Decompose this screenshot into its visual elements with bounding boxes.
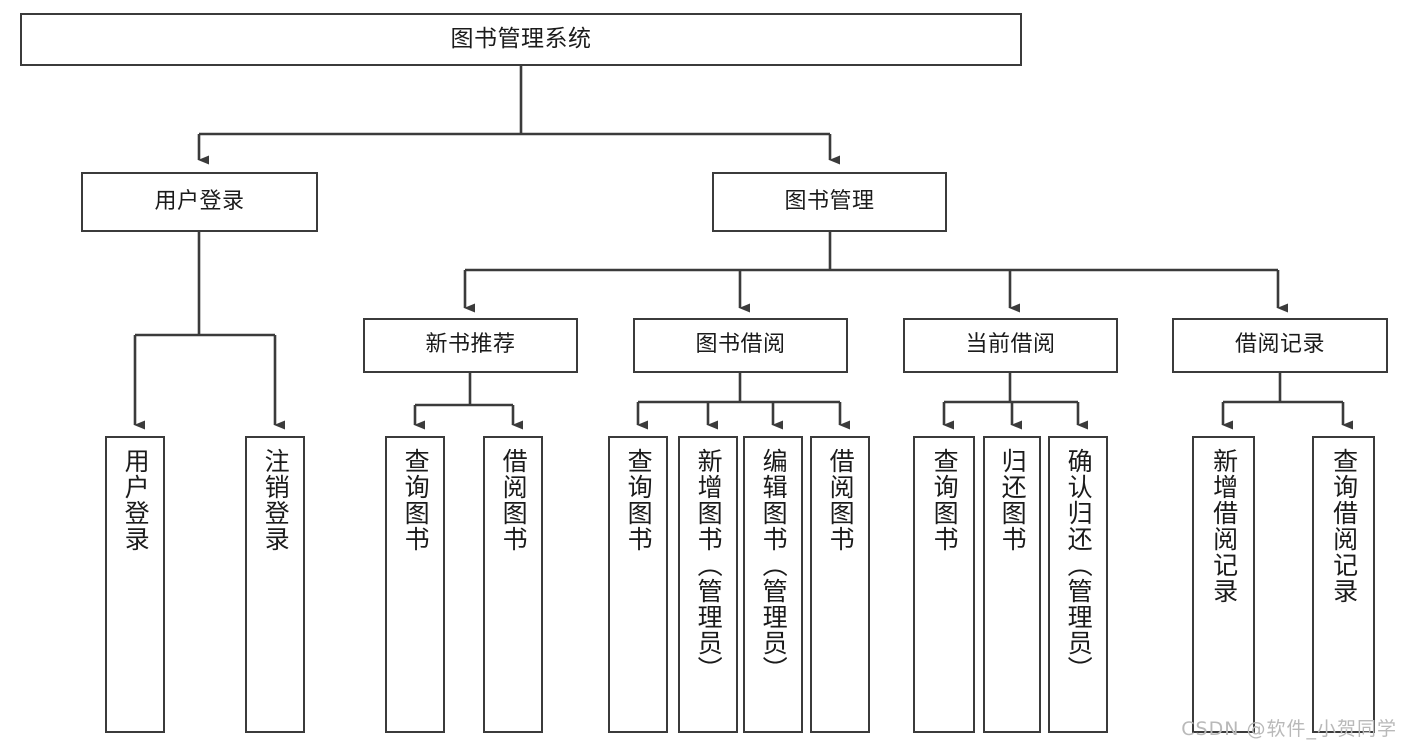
- node-label: 借阅图书: [499, 448, 529, 552]
- node-leaf-user-login[interactable]: 用户登录: [105, 436, 165, 733]
- node-leaf-borrow-book-2[interactable]: 借阅图书: [810, 436, 870, 733]
- node-leaf-add-book[interactable]: 新增图书（管理员）: [678, 436, 738, 733]
- node-leaf-query-book-1[interactable]: 查询图书: [385, 436, 445, 733]
- node-borrow-record[interactable]: 借阅记录: [1172, 318, 1388, 373]
- node-label: 新增图书（管理员）: [694, 448, 724, 682]
- node-label: 借阅图书: [826, 448, 856, 552]
- node-label: 当前借阅: [965, 332, 1056, 358]
- node-root-system[interactable]: 图书管理系统: [20, 13, 1022, 66]
- node-leaf-confirm-return[interactable]: 确认归还（管理员）: [1048, 436, 1108, 733]
- node-leaf-add-record[interactable]: 新增借阅记录: [1192, 436, 1255, 733]
- node-current-borrow[interactable]: 当前借阅: [903, 318, 1118, 373]
- node-label: 借阅记录: [1234, 332, 1325, 358]
- node-label: 查询借阅记录: [1329, 448, 1359, 604]
- node-label: 查询图书: [401, 448, 431, 552]
- watermark-text: CSDN @软件_小贺同学: [1181, 718, 1397, 740]
- node-book-manage[interactable]: 图书管理: [712, 172, 947, 232]
- node-leaf-query-book-2[interactable]: 查询图书: [608, 436, 668, 733]
- node-label: 用户登录: [154, 188, 245, 214]
- node-leaf-return-book[interactable]: 归还图书: [983, 436, 1041, 733]
- node-label: 查询图书: [930, 448, 960, 552]
- node-leaf-logout[interactable]: 注销登录: [245, 436, 305, 733]
- node-label: 归还图书: [998, 448, 1028, 552]
- node-label: 新增借阅记录: [1209, 448, 1239, 604]
- node-label: 图书管理系统: [450, 25, 592, 52]
- node-label: 注销登录: [261, 448, 291, 552]
- node-label: 查询图书: [624, 448, 654, 552]
- node-new-book-rec[interactable]: 新书推荐: [363, 318, 578, 373]
- node-leaf-borrow-book-1[interactable]: 借阅图书: [483, 436, 543, 733]
- node-leaf-query-book-3[interactable]: 查询图书: [913, 436, 975, 733]
- node-label: 编辑图书（管理员）: [759, 448, 789, 682]
- node-label: 确认归还（管理员）: [1064, 448, 1094, 682]
- node-user-login[interactable]: 用户登录: [81, 172, 318, 232]
- node-leaf-edit-book[interactable]: 编辑图书（管理员）: [743, 436, 803, 733]
- node-label: 用户登录: [121, 448, 151, 552]
- node-label: 新书推荐: [425, 332, 516, 358]
- node-label: 图书管理: [784, 188, 875, 214]
- node-book-borrow[interactable]: 图书借阅: [633, 318, 848, 373]
- node-leaf-query-record[interactable]: 查询借阅记录: [1312, 436, 1375, 733]
- node-label: 图书借阅: [695, 332, 786, 358]
